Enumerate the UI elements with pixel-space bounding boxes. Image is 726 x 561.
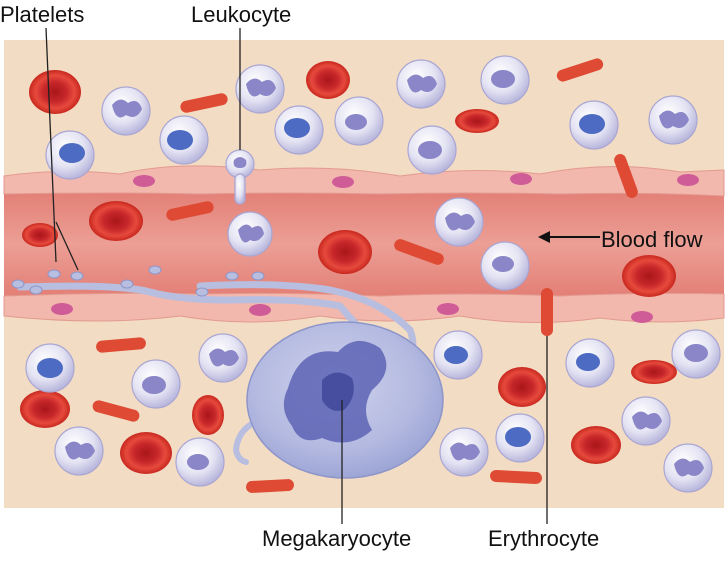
- endothelial-nucleus: [249, 304, 271, 316]
- endothelial-nucleus: [51, 303, 73, 315]
- endothelial-nucleus: [631, 311, 653, 323]
- erythrocyte: [498, 367, 546, 407]
- leukocyte: [663, 443, 713, 493]
- leukocyte: [131, 359, 181, 409]
- erythrocyte-side: [166, 201, 214, 221]
- platelet: [47, 269, 61, 279]
- platelet: [148, 265, 162, 275]
- erythrocyte-diapedesis: [541, 288, 553, 336]
- leader-lines: [45, 27, 548, 524]
- erythrocyte: [29, 70, 81, 114]
- leukocyte: [159, 115, 209, 165]
- leukocyte: [671, 329, 721, 379]
- erythrocyte: [192, 395, 224, 435]
- platelet: [120, 279, 134, 289]
- leukocyte: [621, 396, 671, 446]
- erythrocyte: [571, 426, 621, 464]
- proplatelet-process: [16, 282, 382, 349]
- leukocyte: [25, 343, 75, 393]
- erythrocytes-side: [92, 58, 638, 493]
- endothelial-nucleus: [332, 176, 354, 188]
- blood-flow-label: Blood flow: [601, 227, 703, 252]
- leukocyte-label: Leukocyte: [191, 2, 292, 27]
- platelet: [225, 271, 239, 281]
- megakaryocyte: [16, 281, 444, 479]
- leukocyte: [396, 59, 446, 109]
- erythrocyte-side: [394, 239, 444, 265]
- leukocyte: [175, 437, 225, 487]
- erythrocyte: [120, 432, 172, 474]
- erythrocyte: [631, 360, 677, 384]
- platelet: [251, 271, 265, 281]
- leukocyte: [569, 100, 619, 150]
- endothelial-nucleus: [437, 303, 459, 315]
- platelet: [195, 287, 209, 297]
- leukocyte: [434, 197, 484, 247]
- platelets: [11, 265, 265, 297]
- erythrocyte-side: [490, 469, 542, 485]
- erythrocyte-side: [614, 154, 638, 198]
- platelets-leader: [55, 221, 79, 271]
- endothelial-nucleus: [133, 175, 155, 187]
- erythrocyte: [306, 61, 350, 99]
- leukocyte: [480, 55, 530, 105]
- leukocyte: [565, 338, 615, 388]
- leukocyte: [54, 426, 104, 476]
- arrow-left-icon: [538, 231, 600, 243]
- leukocyte-diapedesis: [225, 149, 255, 205]
- leukocyte: [495, 413, 545, 463]
- leukocyte: [45, 130, 95, 180]
- leukocyte: [648, 95, 698, 145]
- proplatelet-process: [232, 417, 263, 465]
- leukocyte: [480, 241, 530, 291]
- leukocyte: [274, 105, 324, 155]
- leukocyte: [101, 86, 151, 136]
- leukocyte: [433, 330, 483, 380]
- leukocyte: [334, 96, 384, 146]
- leukocyte: [235, 64, 285, 114]
- erythrocyte: [455, 109, 499, 133]
- platelet: [70, 271, 84, 281]
- erythrocyte-side: [96, 337, 146, 353]
- erythrocyte: [318, 230, 372, 274]
- endothelial-nucleus: [510, 173, 532, 185]
- leukocyte: [198, 333, 248, 383]
- erythrocytes: [20, 61, 677, 474]
- platelets-leader: [45, 27, 57, 263]
- erythrocyte-side: [92, 400, 140, 422]
- endothelial-nucleus: [677, 174, 699, 186]
- megakaryocyte-label: Megakaryocyte: [262, 526, 412, 551]
- erythrocyte: [20, 390, 70, 428]
- erythrocyte: [22, 223, 58, 247]
- erythrocyte: [622, 255, 676, 297]
- platelets-label: Platelets: [0, 2, 85, 27]
- erythrocyte: [89, 201, 143, 241]
- erythrocyte-label: Erythrocyte: [488, 526, 600, 551]
- erythrocyte-side: [180, 93, 228, 113]
- leukocyte: [439, 427, 489, 477]
- upper-endothelium: [3, 165, 725, 197]
- leukocyte: [407, 125, 457, 175]
- erythrocyte-side: [556, 58, 604, 82]
- leukocytes: [25, 55, 721, 493]
- leukocyte: [227, 211, 273, 257]
- platelet: [29, 285, 43, 295]
- erythrocyte-side: [246, 479, 294, 493]
- platelet: [11, 279, 25, 289]
